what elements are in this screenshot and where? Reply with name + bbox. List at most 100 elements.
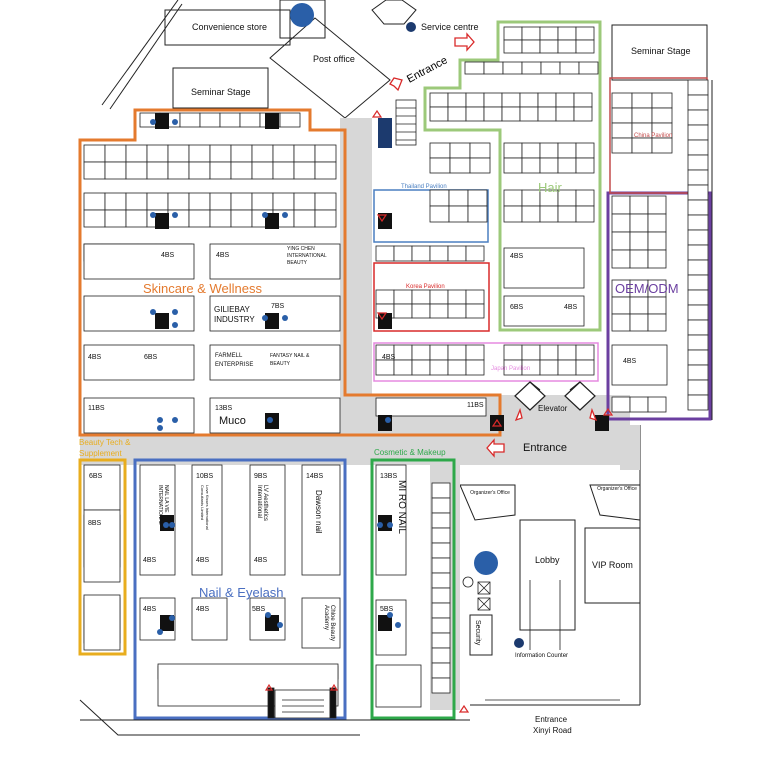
pillar — [265, 615, 279, 631]
booth — [687, 259, 709, 276]
booth — [521, 61, 542, 75]
booth-size: 5BS — [380, 606, 394, 613]
booth-size: 6BS — [89, 473, 103, 480]
booth — [104, 144, 127, 163]
booth — [539, 39, 559, 54]
booth-size: 4BS — [254, 557, 268, 564]
booth — [647, 296, 667, 315]
korea-pavilion-label: Korea Pavilion — [406, 284, 445, 290]
booth — [314, 192, 337, 211]
convenience-store-label: Convenience store — [192, 22, 268, 32]
booth — [521, 26, 541, 41]
booth-size: 13BS — [380, 473, 398, 480]
booth — [629, 231, 649, 251]
red-markers — [264, 109, 614, 713]
booth — [448, 205, 469, 223]
booth — [393, 359, 413, 376]
booth — [575, 344, 595, 361]
booth — [647, 396, 667, 413]
booth — [209, 192, 232, 211]
booth — [557, 205, 577, 223]
booth-dot — [387, 522, 393, 528]
booth-size: 9BS — [254, 473, 268, 480]
booth — [521, 344, 541, 361]
booth — [483, 92, 503, 108]
booth — [629, 396, 649, 413]
booth-size: 4BS — [510, 253, 524, 260]
booth-dot — [172, 417, 178, 423]
booth-size: 4BS — [564, 304, 578, 311]
booth — [411, 359, 431, 376]
booth — [314, 161, 337, 180]
booth — [539, 26, 559, 41]
booth-size: 6BS — [144, 354, 158, 361]
elevator-icon — [514, 381, 596, 411]
booth — [611, 249, 631, 269]
booth — [555, 106, 575, 122]
booth — [651, 137, 673, 154]
japan-pavilion-label: Japan Pavilion — [491, 366, 531, 372]
booth — [293, 144, 316, 163]
booth — [503, 344, 523, 361]
booth — [429, 189, 450, 207]
booth — [687, 184, 709, 201]
booth-dot — [267, 417, 273, 423]
booth-size: 10BS — [196, 473, 214, 480]
booth — [611, 396, 631, 413]
exhibitor-dawson: Dawson nail — [314, 490, 323, 534]
booth-size: 4BS — [196, 557, 210, 564]
booth-dot — [277, 622, 283, 628]
booth — [393, 344, 413, 361]
edge-booths — [687, 79, 709, 411]
booth-dot — [395, 622, 401, 628]
booth — [411, 303, 431, 319]
booth-dot — [163, 522, 169, 528]
restroom-icon — [290, 3, 498, 575]
booth — [555, 92, 575, 108]
entrance-bottom-label: Entrance — [535, 715, 568, 724]
booth — [431, 542, 451, 559]
booth — [539, 359, 559, 376]
booth — [539, 344, 559, 361]
exhibitor-chloe: Chloe Beauty Academy — [323, 605, 335, 642]
booth — [199, 112, 221, 128]
booth — [251, 144, 274, 163]
booth — [447, 92, 467, 108]
booth — [104, 192, 127, 211]
booth — [519, 106, 539, 122]
booth — [448, 189, 469, 207]
booth — [651, 107, 673, 124]
zone-skincare-label: Skincare & Wellness — [143, 281, 262, 296]
booth — [629, 213, 649, 233]
booth — [575, 359, 595, 376]
booth — [575, 189, 595, 207]
exhibitor-fantasy: FANTASY NAIL & BEAUTY — [270, 353, 310, 367]
booth-dot — [157, 417, 163, 423]
booth — [431, 617, 451, 634]
booth — [687, 349, 709, 366]
booth — [431, 602, 451, 619]
booth — [167, 209, 190, 228]
booth — [465, 245, 485, 262]
booth — [411, 344, 431, 361]
booth — [629, 249, 649, 269]
booth — [631, 92, 653, 109]
booth — [219, 112, 241, 128]
booth — [83, 144, 106, 163]
booth — [467, 189, 488, 207]
booth-size: 4BS — [143, 606, 157, 613]
booth — [431, 662, 451, 679]
booth — [575, 26, 595, 41]
booth — [503, 157, 523, 174]
pillar — [595, 415, 609, 431]
booth — [393, 303, 413, 319]
pillar — [265, 113, 279, 129]
booth — [431, 497, 451, 514]
booth-dot — [169, 615, 175, 621]
booth — [687, 109, 709, 126]
blue-pillar — [378, 118, 392, 148]
organizer-office-right-label: Organizer's Office — [597, 486, 637, 492]
booth — [429, 157, 451, 174]
booth — [687, 169, 709, 186]
booth — [465, 303, 485, 319]
